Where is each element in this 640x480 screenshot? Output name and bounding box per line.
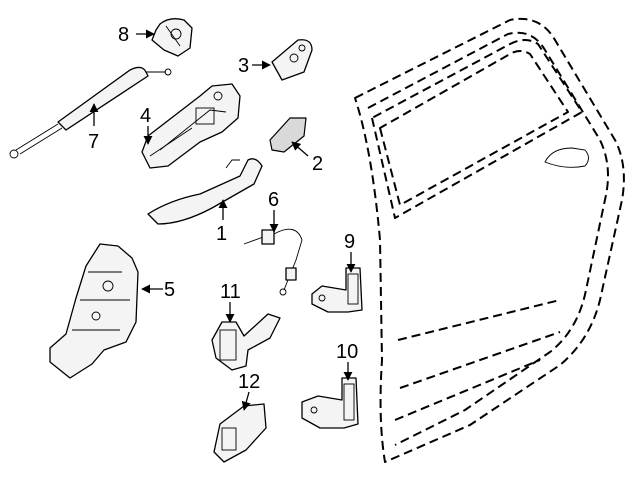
part-5-door-latch [49,243,139,379]
callout-1: 1 [216,223,227,245]
callout-8: 8 [118,24,129,46]
part-3-handle-cap-bracket [271,39,313,81]
callout-3: 3 [238,55,249,77]
callout-12: 12 [238,371,260,393]
part-4-handle-frame [141,83,241,169]
callout-5: 5 [164,279,175,301]
part-7-control-rod [9,66,172,159]
part-10-lower-hinge [301,377,359,429]
callout-7: 7 [88,131,99,153]
part-12-check-bracket [213,403,267,463]
callout-4: 4 [140,105,151,127]
part-9-upper-hinge [311,267,363,313]
callout-2: 2 [312,153,323,175]
callout-10: 10 [336,341,358,363]
part-11-door-check [211,313,281,371]
part-6-cable [243,228,303,296]
leader-lines [89,29,356,411]
part-8-latch-bracket [151,18,193,57]
rear-door-outline [354,18,625,463]
callout-6: 6 [268,189,279,211]
part-1-outside-handle [147,158,263,225]
part-2-handle-cap [269,117,307,153]
callout-11: 11 [220,281,241,303]
callout-9: 9 [344,231,355,253]
